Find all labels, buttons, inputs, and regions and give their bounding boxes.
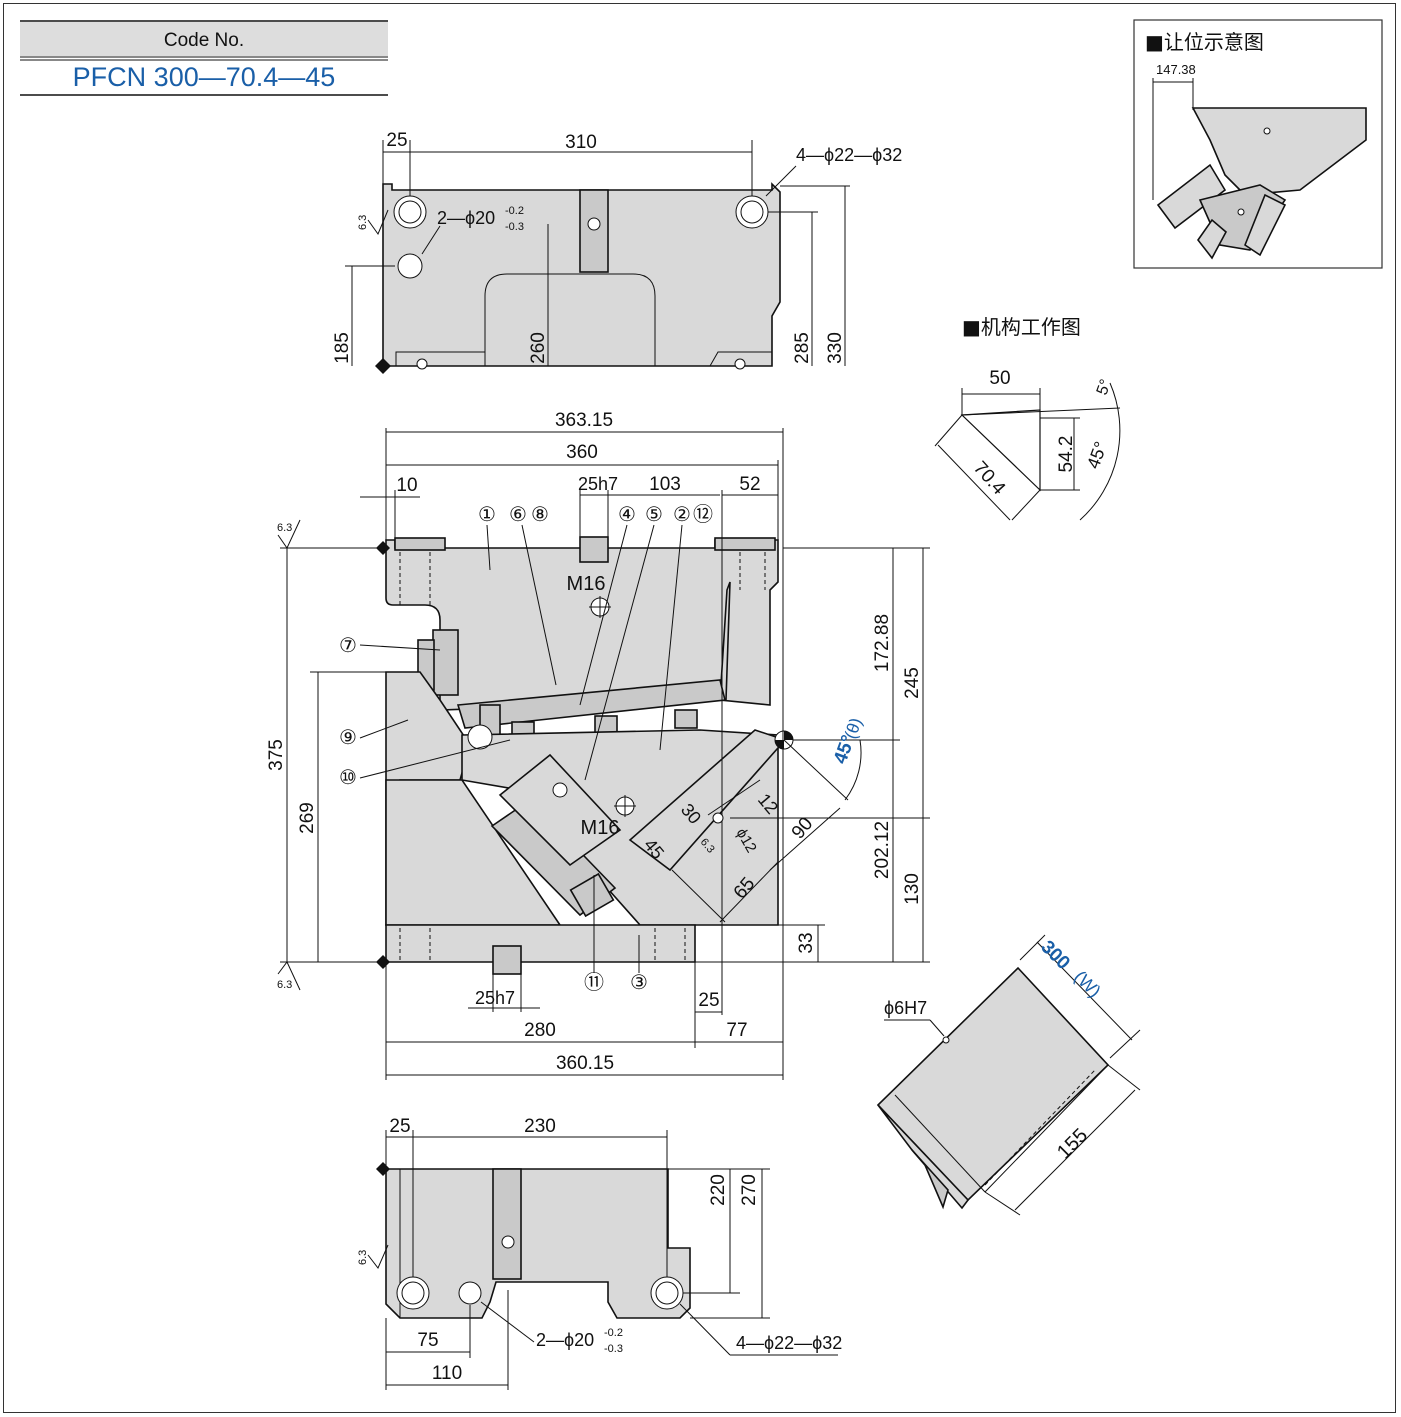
svg-text:-0.2: -0.2 [604, 1327, 623, 1339]
code-label: Code No. [164, 30, 244, 51]
svg-text:363.15: 363.15 [555, 410, 613, 431]
svg-text:③: ③ [630, 972, 648, 994]
svg-text:①: ① [478, 504, 496, 526]
thread-m16-top: M16 [567, 573, 606, 595]
iso-pin: ϕ6H7 [884, 998, 927, 1018]
svg-text:4—ϕ22—ϕ32: 4—ϕ22—ϕ32 [736, 1333, 842, 1353]
svg-text:70.4: 70.4 [969, 458, 1010, 500]
svg-text:103: 103 [649, 474, 681, 495]
svg-text:270: 270 [739, 1174, 760, 1206]
svg-text:6.3: 6.3 [277, 522, 292, 534]
svg-text:269: 269 [297, 802, 318, 834]
drawing-frame [3, 3, 1396, 1413]
svg-text:6.3: 6.3 [357, 215, 369, 230]
svg-text:50: 50 [989, 368, 1010, 389]
svg-text:10: 10 [396, 475, 417, 496]
svg-text:②: ② [673, 504, 691, 526]
svg-text:⑧: ⑧ [531, 504, 549, 526]
svg-text:52: 52 [739, 474, 760, 495]
code-value: PFCN 300—70.4—45 [73, 62, 336, 92]
svg-text:110: 110 [432, 1363, 462, 1384]
svg-text:6.3: 6.3 [357, 1250, 369, 1265]
svg-text:4—ϕ22—ϕ32: 4—ϕ22—ϕ32 [796, 145, 902, 165]
svg-text:④: ④ [618, 504, 636, 526]
svg-text:230: 230 [524, 1116, 556, 1137]
svg-text:⑩: ⑩ [339, 767, 357, 789]
svg-text:25: 25 [386, 130, 407, 151]
front-view: 363.15 360 10 25h7 103 52 ① ⑥ ⑧ ④ ⑤ ② ⑫ … [266, 410, 930, 1080]
iso-view: ϕ6H7 300 (W) 155 [876, 934, 1141, 1216]
svg-text:-0.3: -0.3 [505, 221, 524, 233]
svg-text:25: 25 [698, 990, 719, 1011]
svg-text:202.12: 202.12 [872, 821, 893, 879]
svg-text:⑦: ⑦ [339, 635, 357, 657]
svg-text:⑥: ⑥ [509, 504, 527, 526]
svg-text:360: 360 [566, 442, 598, 463]
svg-text:2—ϕ20: 2—ϕ20 [536, 1330, 594, 1350]
svg-text:25h7: 25h7 [578, 474, 618, 494]
svg-text:-0.2: -0.2 [505, 205, 524, 217]
svg-text:(W): (W) [1070, 967, 1105, 1002]
svg-text:185: 185 [332, 332, 353, 364]
svg-text:⑨: ⑨ [339, 727, 357, 749]
svg-text:310: 310 [565, 132, 597, 153]
svg-text:-0.3: -0.3 [604, 1343, 623, 1355]
bottom-view: 25 230 220 270 6.3 75 110 2—ϕ20 -0.2 -0.… [357, 1116, 842, 1390]
svg-text:75: 75 [417, 1330, 438, 1351]
inset-clearance-dim: 147.38 [1156, 62, 1196, 77]
svg-text:77: 77 [726, 1020, 747, 1041]
inset-mechanism-title: ■机构工作图 [962, 315, 1081, 339]
svg-text:2—ϕ20: 2—ϕ20 [437, 208, 495, 228]
svg-text:130: 130 [902, 873, 923, 905]
top-view: 25 310 4—ϕ22—ϕ32 2—ϕ20 -0.2 -0.3 6.3 185… [332, 130, 902, 374]
svg-text:⑤: ⑤ [645, 504, 663, 526]
inset-clearance-title: ■让位示意图 [1145, 30, 1264, 54]
svg-text:54.2: 54.2 [1056, 436, 1077, 473]
svg-text:285: 285 [792, 332, 813, 364]
svg-text:220: 220 [708, 1174, 729, 1206]
svg-text:⑫: ⑫ [693, 503, 713, 526]
svg-text:45°: 45° [1083, 439, 1111, 471]
svg-text:280: 280 [524, 1020, 556, 1041]
svg-text:25: 25 [389, 1116, 410, 1137]
svg-text:360.15: 360.15 [556, 1053, 614, 1074]
top-key [579, 189, 609, 273]
svg-text:375: 375 [266, 739, 287, 771]
inset-clearance: ■让位示意图 147.38 [1133, 19, 1383, 269]
code-box: Code No. PFCN 300—70.4—45 [20, 20, 388, 96]
svg-text:6.3: 6.3 [277, 979, 292, 991]
svg-text:172.88: 172.88 [872, 614, 893, 672]
iso-width-value: 300 [1036, 937, 1073, 974]
svg-text:⑪: ⑪ [584, 971, 604, 994]
thread-m16-mid: M16 [581, 817, 620, 839]
svg-text:260: 260 [528, 332, 549, 364]
svg-text:25h7: 25h7 [475, 988, 515, 1008]
svg-text:5°: 5° [1094, 377, 1115, 397]
svg-text:330: 330 [825, 332, 846, 364]
svg-text:155: 155 [1053, 1124, 1092, 1163]
inset-mechanism: ■机构工作图 50 54.2 5° 45° 70.4 [934, 315, 1121, 521]
svg-text:33: 33 [796, 932, 817, 953]
svg-text:245: 245 [902, 667, 923, 699]
